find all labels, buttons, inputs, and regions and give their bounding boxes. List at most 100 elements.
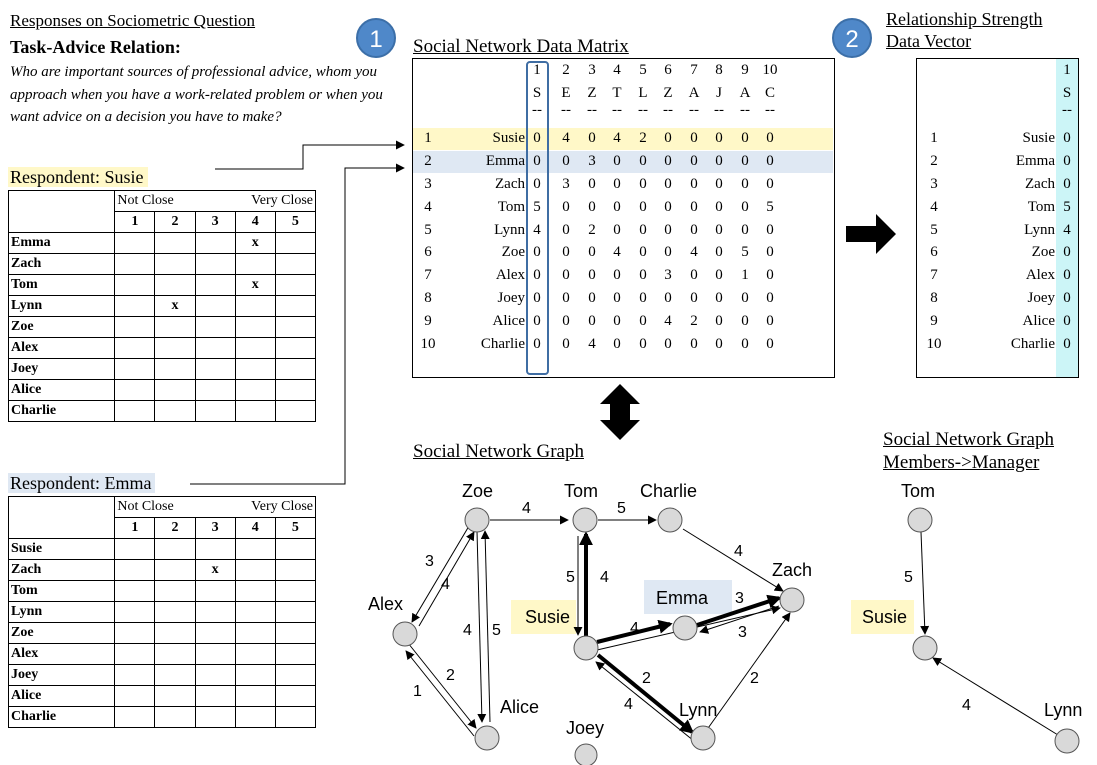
matrix-value: 0	[533, 335, 541, 352]
matrix-value: 0	[766, 290, 774, 306]
matrix-value: 0	[588, 290, 596, 306]
matrix-value: 0	[664, 221, 672, 238]
table-row: Alice	[7, 685, 317, 707]
matrix-row-index: 6	[424, 244, 432, 261]
respondent-target-name: Charlie	[7, 706, 116, 728]
matrix-title: Social Network Data Matrix	[413, 36, 629, 57]
table-row: Charlie	[7, 706, 317, 728]
step-1-badge: 1	[356, 18, 396, 58]
matrix-value: 0	[741, 176, 749, 192]
matrix-value: 4	[613, 130, 621, 147]
respondent-target-name: Alice	[7, 379, 116, 401]
matrix-value: 1	[741, 267, 749, 284]
label-tom-2: Tom	[901, 481, 935, 501]
edge-lynn-susie-2	[932, 657, 1059, 736]
matrix-row-highlight	[413, 128, 833, 151]
node-alice	[474, 725, 500, 751]
matrix-value: 0	[766, 244, 774, 261]
respondent-target-name: Tom	[7, 274, 116, 296]
matrix-dash: --	[587, 101, 597, 118]
table-row: Joey	[7, 358, 317, 380]
matrix-value: 2	[639, 130, 647, 147]
node-susie	[573, 635, 599, 661]
matrix-col-number: 2	[562, 62, 570, 78]
weight-lynn-susie-2: 4	[962, 697, 971, 714]
matrix-value: 0	[715, 153, 723, 170]
edge-alex-alice	[407, 642, 477, 729]
edge-emma-zach	[696, 594, 782, 627]
matrix-value: 0	[690, 176, 698, 192]
weight-zoe-alex: 3	[425, 553, 434, 570]
matrix-value: 0	[613, 176, 621, 192]
vector-row-name: Alex	[1025, 267, 1055, 284]
matrix-value: 0	[766, 335, 774, 352]
respondent-target-name: Lynn	[7, 295, 116, 317]
matrix-col-number: 9	[741, 62, 749, 78]
response-cell	[274, 400, 317, 422]
matrix-value: 0	[766, 176, 774, 192]
relation-title: Task-Advice Relation:	[10, 37, 181, 57]
matrix-value: 0	[715, 312, 723, 329]
weight-zoe-tom: 4	[522, 500, 531, 517]
respondent_emma-header-blank	[7, 496, 116, 539]
matrix-value: 0	[562, 335, 570, 352]
matrix-value: 0	[664, 335, 672, 352]
matrix-value: 0	[533, 244, 541, 261]
label-alice: Alice	[500, 697, 539, 717]
matrix-value: 0	[562, 312, 570, 329]
matrix-row-name: Tom	[497, 198, 525, 215]
edge-zoe-alice	[476, 530, 487, 723]
matrix-dash: --	[663, 101, 673, 118]
matrix-col-number: 8	[715, 62, 723, 78]
matrix-value: 0	[562, 290, 570, 306]
vector-row-index: 1	[930, 130, 938, 147]
vector-row-name: Joey	[1027, 290, 1056, 306]
matrix-value: 0	[588, 130, 596, 147]
graph2-title-line2: Members->Manager	[883, 452, 1040, 473]
matrix-value: 0	[715, 335, 723, 352]
matrix-col-letter: L	[638, 84, 648, 101]
matrix-value: 0	[715, 176, 723, 192]
label-charlie: Charlie	[640, 481, 697, 501]
vector-value: 0	[1063, 312, 1071, 329]
node-charlie	[657, 507, 683, 533]
matrix-value: 0	[690, 198, 698, 215]
graph-title: Social Network Graph	[413, 441, 584, 462]
matrix-value: 0	[741, 130, 749, 147]
matrix-value: 0	[562, 244, 570, 261]
matrix-row-index: 7	[424, 267, 432, 284]
respondent-target-name: Alice	[7, 685, 116, 707]
matrix-row-index: 9	[424, 312, 432, 329]
matrix-value: 0	[533, 290, 541, 306]
matrix-col-letter: Z	[663, 84, 673, 101]
matrix-col-letter: E	[561, 84, 571, 101]
edge-alex-zoe	[418, 531, 475, 627]
matrix-value: 0	[690, 153, 698, 170]
matrix-value: 0	[562, 153, 570, 170]
matrix-value: 0	[613, 153, 621, 170]
scale-left-label: Not Close	[117, 193, 174, 208]
matrix-row-name: Susie	[492, 130, 525, 147]
label-zoe: Zoe	[462, 481, 493, 501]
matrix-value: 0	[588, 176, 596, 192]
edge-lynn-zach	[705, 612, 791, 732]
scale-left-label: Not Close	[117, 499, 174, 514]
scale-right-label: Very Close	[251, 499, 313, 514]
matrix-col-number: 7	[690, 62, 698, 78]
matrix-value: 0	[588, 198, 596, 215]
matrix-value: 0	[690, 335, 698, 352]
matrix-value: 0	[664, 198, 672, 215]
vector-title-line2: Data Vector	[886, 31, 972, 51]
matrix-dash: --	[638, 101, 648, 118]
matrix-row-index: 3	[424, 176, 432, 192]
matrix-value: 0	[613, 290, 621, 306]
matrix-value: 4	[690, 244, 698, 261]
matrix-col-number: 3	[588, 62, 596, 78]
vector-value: 0	[1063, 335, 1071, 352]
matrix-col-number: 4	[613, 62, 621, 78]
matrix-value: 0	[664, 244, 672, 261]
matrix-value: 0	[588, 244, 596, 261]
respondent-target-name: Charlie	[7, 400, 116, 422]
